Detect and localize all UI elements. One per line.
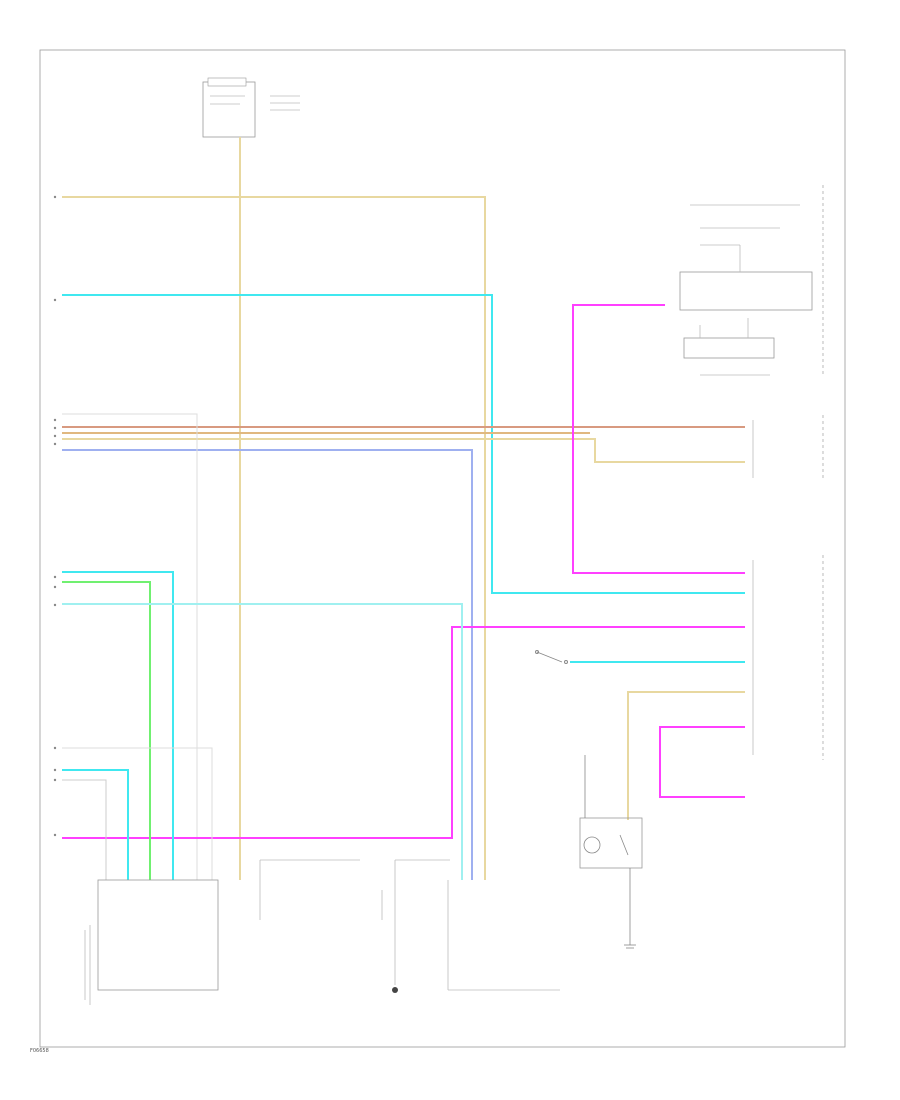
page-code: F06658 bbox=[30, 1048, 49, 1054]
left-terminals bbox=[53, 195, 57, 837]
wire-gray-748 bbox=[62, 747, 213, 880]
wire-tan-ecm bbox=[62, 438, 745, 463]
wire-green bbox=[62, 581, 151, 880]
wire-cyan-top bbox=[62, 294, 745, 594]
wire-cyan-770 bbox=[62, 769, 129, 880]
wire-gray-780 bbox=[62, 779, 107, 880]
engine-control-module-box bbox=[752, 415, 824, 480]
wire-magenta-right bbox=[659, 726, 745, 798]
wire-tan-top bbox=[62, 196, 486, 880]
wire-magenta-bottom bbox=[62, 626, 745, 839]
switch bbox=[535, 650, 568, 664]
bottom-connector-center bbox=[259, 859, 450, 993]
wire-tan-lower-right bbox=[627, 691, 745, 820]
wire-light-cyan bbox=[62, 603, 463, 880]
fuse-block bbox=[202, 77, 300, 138]
wire-gray-thin bbox=[62, 413, 198, 880]
switch-assembly bbox=[579, 755, 643, 949]
diagram-border bbox=[39, 49, 846, 1048]
bottom-connector-left bbox=[84, 879, 219, 1005]
wire-light-blue bbox=[62, 449, 473, 880]
bottom-connector-right bbox=[447, 880, 560, 991]
instrument-cluster-box bbox=[679, 185, 824, 376]
wire-magenta-top bbox=[572, 304, 745, 574]
body-control-module-box bbox=[752, 555, 824, 760]
wire-cyan-577 bbox=[62, 571, 174, 880]
